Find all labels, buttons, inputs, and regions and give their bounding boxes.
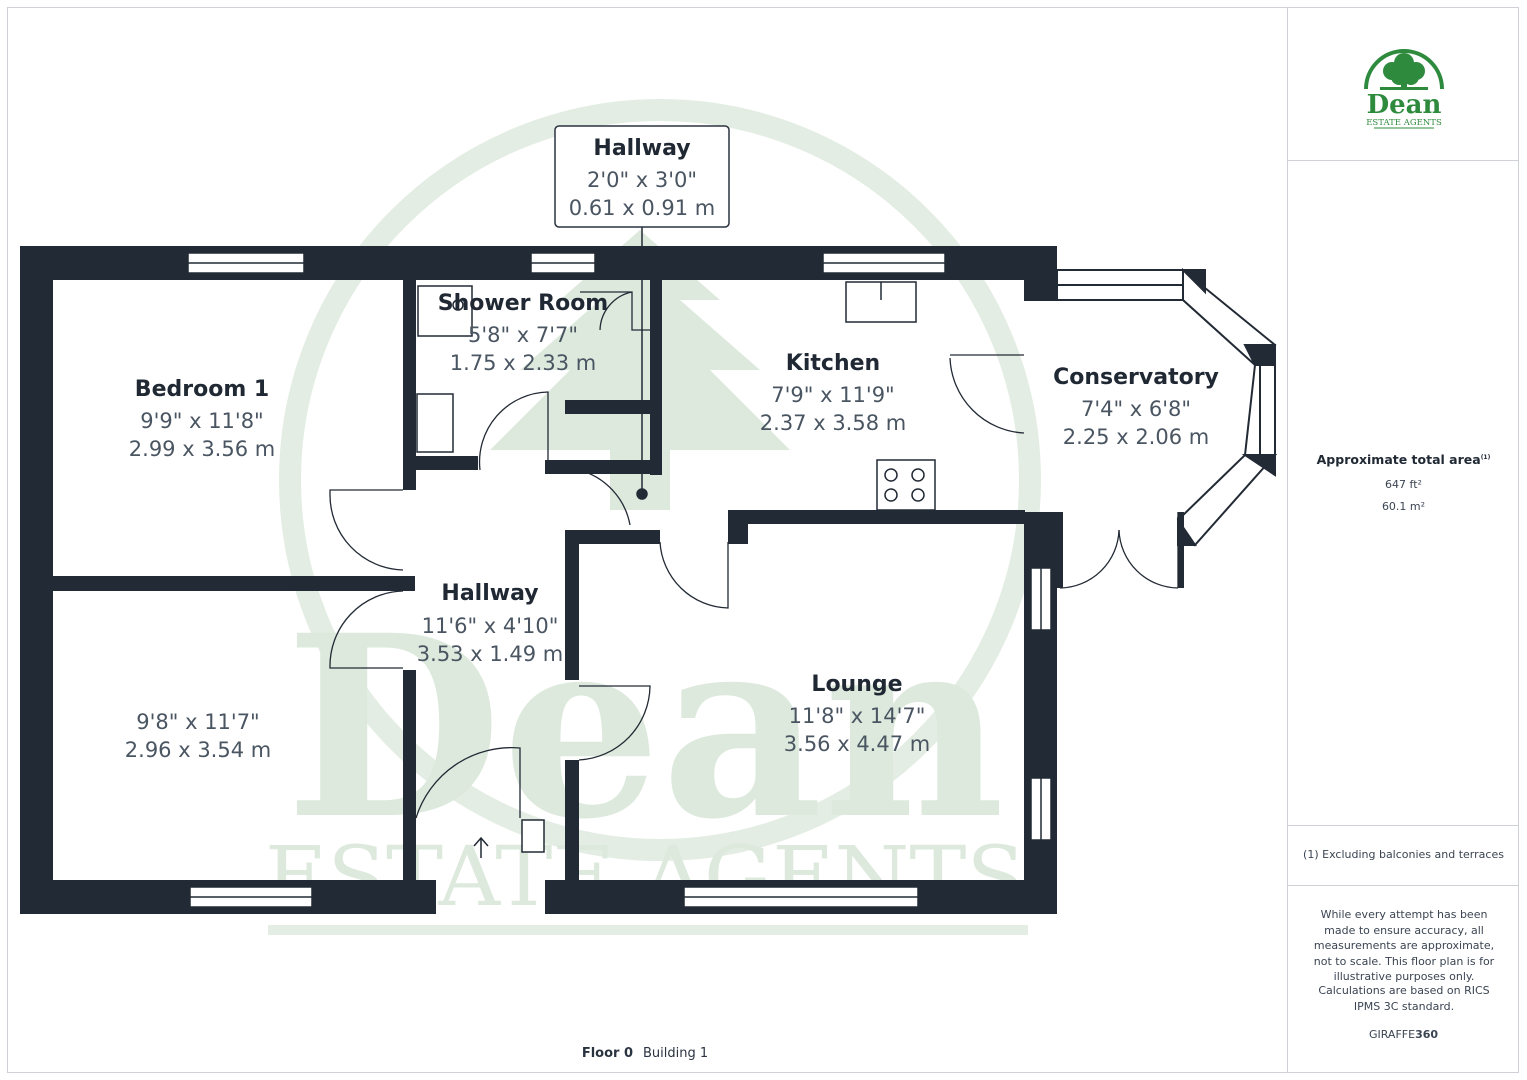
calc-note: Calculations are based on RICS IPMS 3C s…	[1318, 984, 1490, 1013]
svg-text:Hallway: Hallway	[593, 136, 690, 161]
area-footnote-mark: (1)	[1480, 453, 1491, 461]
credit: GIRAFFE360	[1288, 1028, 1519, 1041]
room-shower-room: Shower Room 5'8" x 7'7" 1.75 x 2.33 m	[438, 291, 608, 375]
svg-text:2.25 x 2.06 m: 2.25 x 2.06 m	[1063, 425, 1209, 449]
svg-text:2.37 x 3.58 m: 2.37 x 3.58 m	[760, 411, 906, 435]
shower-tray	[417, 285, 473, 337]
credit-suffix: 360	[1415, 1028, 1439, 1041]
credit-prefix: GIRAFFE	[1368, 1028, 1416, 1041]
hob	[876, 459, 936, 511]
room-hallway-top: Hallway 2'0" x 3'0" 0.61 x 0.91 m	[554, 125, 730, 228]
room-bedroom-1: Bedroom 1 9'9" x 11'8" 2.99 x 3.56 m	[129, 377, 275, 461]
room-lounge: Lounge 11'8" x 14'7" 3.56 x 4.47 m	[784, 672, 930, 756]
svg-text:7'9" x 11'9": 7'9" x 11'9"	[771, 383, 894, 407]
svg-text:9'9" x 11'8": 9'9" x 11'8"	[140, 409, 263, 433]
disclaimer: While every attempt has been made to ens…	[1313, 908, 1495, 983]
shower-head-icon	[452, 299, 464, 311]
svg-text:2.99 x 3.56 m: 2.99 x 3.56 m	[129, 437, 275, 461]
room-hallway-main: Hallway 11'6" x 4'10" 3.53 x 1.49 m	[417, 581, 563, 666]
room-bedroom-2: 9'8" x 11'7" 2.96 x 3.54 m	[125, 710, 271, 762]
svg-text:9'8" x 11'7": 9'8" x 11'7"	[136, 710, 259, 734]
windows	[187, 252, 1052, 908]
brand-logo: Dean ESTATE AGENTS	[1364, 49, 1444, 129]
sidebar-divider	[1288, 160, 1519, 161]
floor-plan: Dean ESTATE AGENTS	[20, 99, 1278, 935]
svg-text:2.96 x 3.54 m: 2.96 x 3.54 m	[125, 738, 271, 762]
sidebar-divider	[1288, 825, 1519, 826]
svg-text:Shower Room: Shower Room	[438, 291, 608, 316]
building-label: Building 1	[643, 1046, 709, 1061]
conservatory-glazing	[1056, 267, 1278, 588]
room-conservatory: Conservatory 7'4" x 6'8" 2.25 x 2.06 m	[1053, 365, 1219, 449]
svg-text:5'8" x 7'7": 5'8" x 7'7"	[468, 323, 578, 347]
entrance-step	[521, 819, 545, 853]
svg-text:Bedroom 1: Bedroom 1	[135, 377, 269, 402]
svg-text:11'6" x 4'10": 11'6" x 4'10"	[422, 614, 559, 638]
area-title: Approximate total area(1)	[1288, 452, 1519, 467]
svg-text:0.61 x 0.91 m: 0.61 x 0.91 m	[569, 196, 715, 220]
area-m: 60.1 m²	[1381, 500, 1426, 513]
toilet	[416, 393, 454, 453]
svg-text:Hallway: Hallway	[441, 581, 538, 606]
brand-name: Dean	[1367, 90, 1442, 120]
room-kitchen: Kitchen 7'9" x 11'9" 2.37 x 3.58 m	[760, 351, 906, 435]
page-frame	[7, 7, 1519, 1073]
sidebar: Dean ESTATE AGENTS Approximate total are…	[1287, 7, 1519, 1073]
svg-text:Lounge: Lounge	[811, 672, 902, 697]
floor-label: Floor 0	[581, 1046, 634, 1061]
svg-text:Kitchen: Kitchen	[786, 351, 880, 376]
floor-caption: Floor 0 Building 1	[0, 1046, 1290, 1061]
doors	[329, 291, 1179, 819]
footnote: (1) Excluding balconies and terraces	[1303, 848, 1504, 861]
svg-text:3.56 x 4.47 m: 3.56 x 4.47 m	[784, 732, 930, 756]
area-title-text: Approximate total area	[1316, 452, 1481, 467]
svg-text:3.53 x 1.49 m: 3.53 x 1.49 m	[417, 642, 563, 666]
sidebar-divider	[1288, 885, 1519, 886]
svg-text:11'8" x 14'7": 11'8" x 14'7"	[789, 704, 926, 728]
svg-text:1.75 x 2.33 m: 1.75 x 2.33 m	[450, 351, 596, 375]
svg-text:7'4" x 6'8": 7'4" x 6'8"	[1081, 397, 1191, 421]
fixtures	[416, 226, 936, 858]
entrance-arrow-icon	[473, 836, 489, 858]
svg-text:2'0" x 3'0": 2'0" x 3'0"	[587, 168, 697, 192]
tree-icon	[1380, 53, 1428, 90]
brand-tagline: ESTATE AGENTS	[1366, 118, 1442, 128]
svg-text:Conservatory: Conservatory	[1053, 365, 1219, 390]
area-ft: 647 ft²	[1385, 478, 1422, 491]
